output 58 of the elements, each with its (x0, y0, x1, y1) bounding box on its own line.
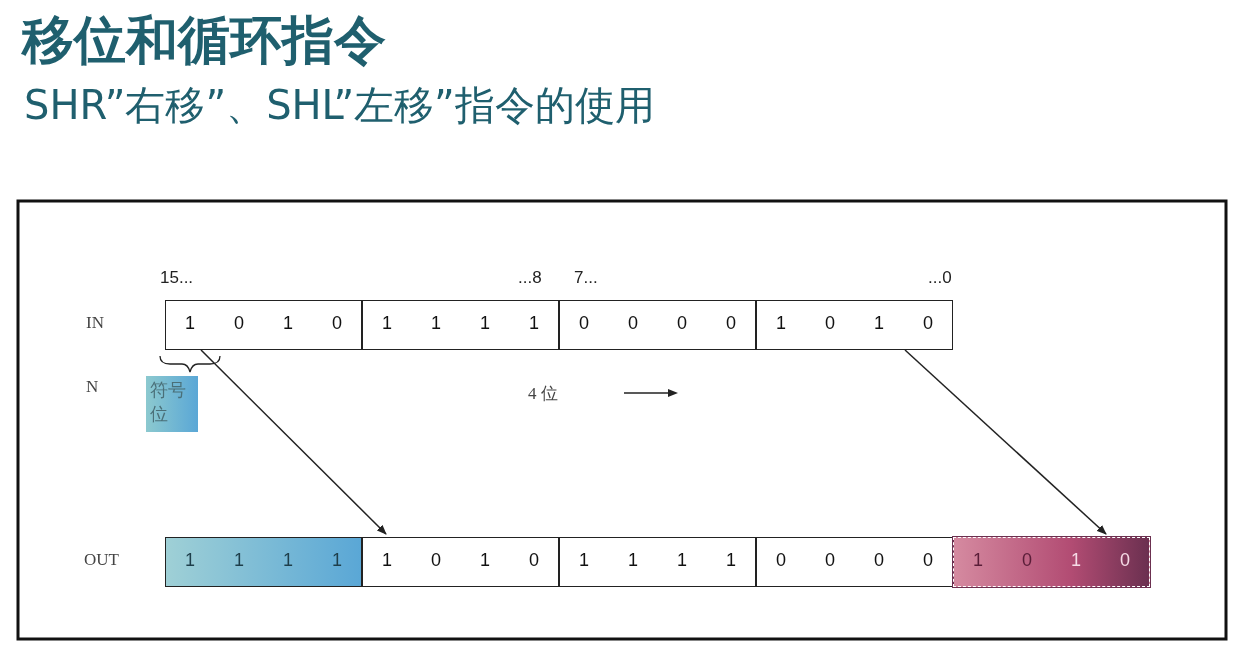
register-nibble (165, 537, 362, 587)
bit-value: 1 (184, 550, 196, 571)
bit-value: 0 (873, 550, 885, 571)
bit-value: 0 (676, 313, 688, 334)
register-nibble (362, 300, 559, 350)
bit-value: 1 (233, 550, 245, 571)
register-name: IN (86, 313, 104, 333)
bit-index: ...0 (928, 268, 952, 288)
bit-value: 1 (381, 313, 393, 334)
bit-value: 1 (725, 550, 737, 571)
register-nibble (953, 537, 1150, 587)
bit-value: 0 (528, 550, 540, 571)
bit-value: 1 (282, 550, 294, 571)
bit-value: 1 (331, 550, 343, 571)
bit-value: 0 (922, 313, 934, 334)
bit-value: 1 (578, 550, 590, 571)
bit-value: 1 (479, 550, 491, 571)
register-nibble (362, 537, 559, 587)
subtitle: SHR”右移”、SHL”左移”指令的使用 (24, 81, 655, 130)
bit-value: 0 (824, 313, 836, 334)
shift-count: 4 位 (528, 383, 558, 405)
bit-value: 1 (627, 550, 639, 571)
sign-bit-box: 符号位 (146, 376, 198, 432)
title: 移位和循环指令 (22, 9, 386, 72)
bit-value: 1 (972, 550, 984, 571)
bit-value: 0 (430, 550, 442, 571)
bit-value: 1 (873, 313, 885, 334)
bit-value: 1 (528, 313, 540, 334)
register-nibble (756, 300, 953, 350)
bit-value: 1 (676, 550, 688, 571)
bit-value: 1 (775, 313, 787, 334)
bit-value: 0 (578, 313, 590, 334)
register-nibble (165, 300, 362, 350)
register-nibble (559, 300, 756, 350)
bit-value: 1 (1070, 550, 1082, 571)
bit-value: 0 (824, 550, 836, 571)
bit-value: 1 (430, 313, 442, 334)
arrow (200, 349, 387, 535)
bit-value: 0 (233, 313, 245, 334)
bit-index: 7... (574, 268, 598, 288)
bit-value: 0 (922, 550, 934, 571)
register-name: N (86, 377, 99, 397)
arrow (904, 349, 1107, 535)
bit-value: 1 (282, 313, 294, 334)
bit-value: 0 (725, 313, 737, 334)
register-name: OUT (84, 550, 119, 570)
bit-value: 1 (381, 550, 393, 571)
bit-value: 0 (331, 313, 343, 334)
register-nibble (559, 537, 756, 587)
bit-value: 0 (775, 550, 787, 571)
bit-value: 0 (627, 313, 639, 334)
bit-value: 1 (184, 313, 196, 334)
bit-value: 0 (1021, 550, 1033, 571)
bit-index: 15... (160, 268, 194, 288)
register-nibble (756, 537, 953, 587)
bit-value: 1 (479, 313, 491, 334)
bit-index: ...8 (518, 268, 542, 288)
bit-value: 0 (1119, 550, 1131, 571)
